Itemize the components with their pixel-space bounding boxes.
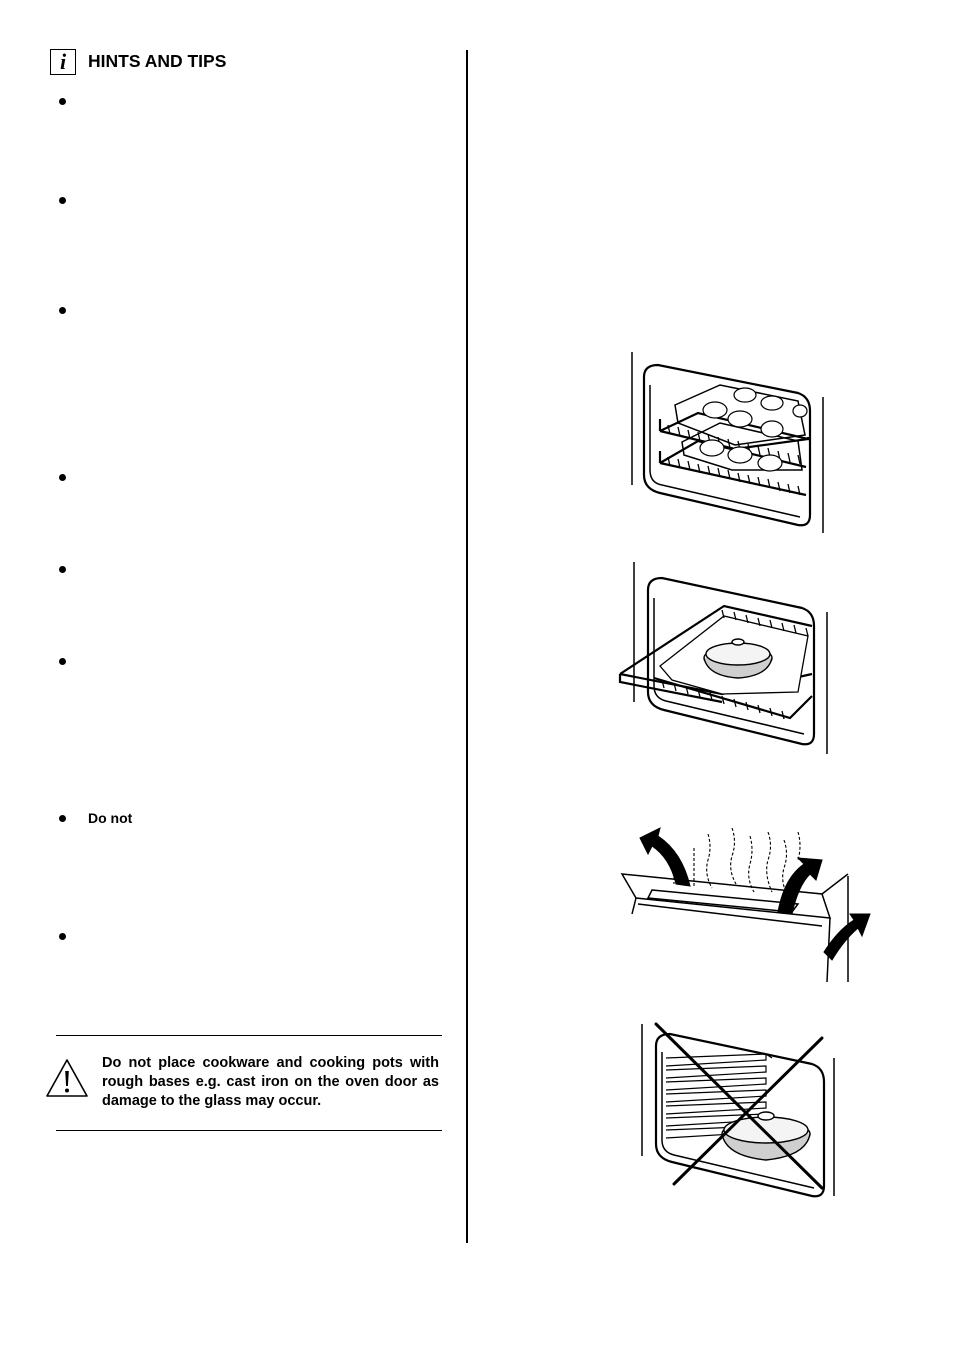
warning-triangle-icon	[46, 1059, 88, 1097]
column-divider	[466, 50, 468, 1243]
bullet-dot	[59, 815, 66, 822]
oven-two-shelves-muffin-trays-illustration	[631, 352, 824, 533]
bullet-text: Do not	[88, 810, 133, 826]
section-heading: HINTS AND TIPS	[88, 51, 227, 71]
warning-bottom-rule	[56, 1130, 442, 1131]
bullet-dot	[59, 197, 66, 204]
bullet-dot	[59, 933, 66, 940]
oven-door-dish-crossed-out-illustration	[641, 1022, 835, 1198]
bullet-dot	[59, 307, 66, 314]
bullet-dot	[59, 474, 66, 481]
bullet-dot	[59, 566, 66, 573]
warning-top-rule	[56, 1035, 442, 1036]
bullet-dot	[59, 658, 66, 665]
bullet-dot	[59, 98, 66, 105]
oven-shelf-casserole-dish-illustration	[618, 562, 828, 754]
info-icon: i	[50, 49, 76, 75]
warning-text: Do not place cookware and cooking pots w…	[102, 1055, 439, 1109]
oven-door-steam-escape-illustration	[620, 827, 871, 982]
